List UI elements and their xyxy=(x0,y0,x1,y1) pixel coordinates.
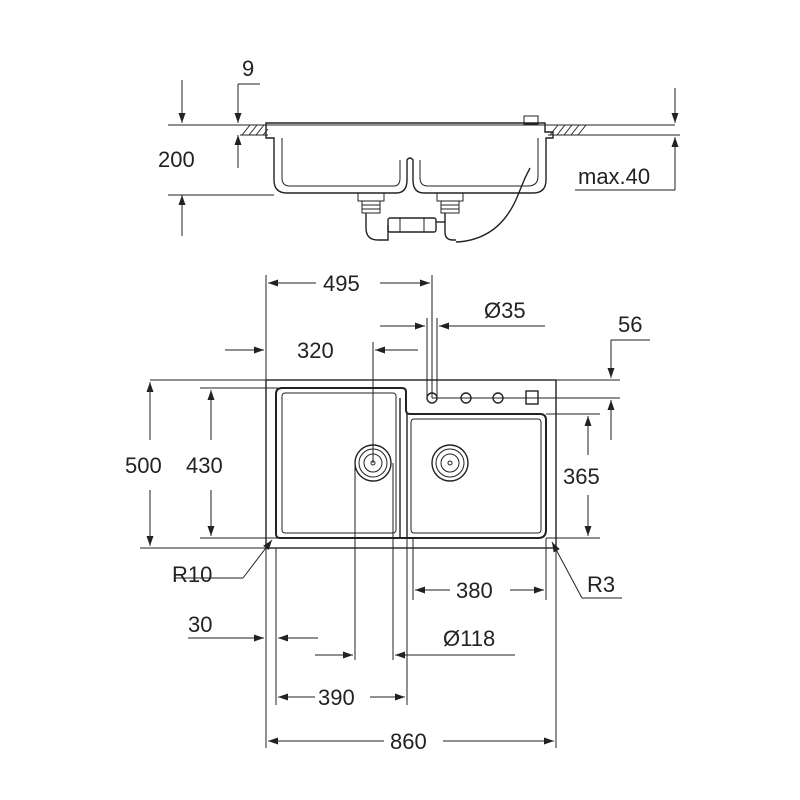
dim-max40-label: max.40 xyxy=(578,164,650,189)
left-bowl-inner-edge xyxy=(281,392,397,534)
dim-320-label: 320 xyxy=(297,338,334,363)
sink-profile-outline xyxy=(265,122,554,194)
right-bowl-inner-edge xyxy=(410,418,542,534)
dim-118-label: Ø118 xyxy=(443,626,495,651)
countertop-hatch-right xyxy=(548,124,588,136)
right-bowl-inner xyxy=(419,138,539,187)
countertop-hatch-left xyxy=(240,124,269,136)
side-view: 9 200 max.40 xyxy=(158,56,680,243)
dim-495-label: 495 xyxy=(323,271,360,296)
top-view: 495 Ø35 56 320 500 430 36 xyxy=(125,271,650,754)
drain-fitting-left xyxy=(357,192,389,241)
dim-860-label: 860 xyxy=(390,729,427,754)
dim-r3-leader xyxy=(551,541,583,599)
dim-9-label: 9 xyxy=(242,56,254,81)
dim-365-label: 365 xyxy=(563,464,600,489)
dim-380-label: 380 xyxy=(456,578,493,603)
main-bowl-outline xyxy=(275,387,547,539)
dim-r10-leader xyxy=(242,539,273,579)
dim-56-label: 56 xyxy=(618,312,642,337)
dim-30-label: 30 xyxy=(188,612,212,637)
dim-390-label: 390 xyxy=(318,685,355,710)
siphon-connector xyxy=(387,217,445,233)
drain-fitting-right xyxy=(436,192,464,241)
dim-r3-label: R3 xyxy=(587,572,615,597)
dim-430-label: 430 xyxy=(186,453,223,478)
dim-r10-label: R10 xyxy=(172,562,212,587)
overflow-hose xyxy=(455,167,531,243)
dim-35-label: Ø35 xyxy=(484,298,526,323)
dim-500-label: 500 xyxy=(125,453,162,478)
dim-200-label: 200 xyxy=(158,147,195,172)
left-bowl-inner xyxy=(281,138,401,187)
drain-right xyxy=(431,444,469,482)
overflow-cap xyxy=(523,115,539,125)
